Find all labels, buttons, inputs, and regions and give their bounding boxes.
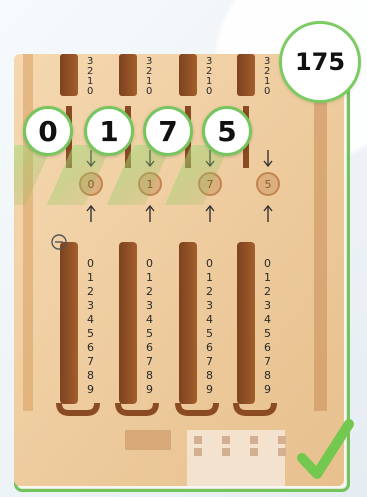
lower-number-3-5: 5 (206, 327, 213, 340)
digit-3: 7 (158, 115, 177, 148)
bottom-tab-right (187, 430, 286, 486)
lower-number-4-4: 4 (264, 313, 271, 326)
lower-number-3-4: 4 (206, 313, 213, 326)
digit-bubble-4: 5 (202, 106, 252, 156)
lower-number-1-1: 1 (87, 271, 94, 284)
right-edge-shadow (314, 54, 327, 411)
lower-number-2-4: 4 (146, 313, 153, 326)
lower-number-2-1: 1 (146, 271, 153, 284)
upper-slot-4 (237, 54, 255, 96)
indicator-value-4: 5 (265, 178, 272, 191)
lower-number-3-7: 7 (206, 355, 213, 368)
lower-number-2-0: 0 (146, 257, 153, 270)
lower-number-1-7: 7 (87, 355, 94, 368)
digit-1: 0 (38, 115, 57, 148)
lower-slot-1 (60, 242, 78, 404)
lower-number-4-5: 5 (264, 327, 271, 340)
lower-number-3-6: 6 (206, 341, 213, 354)
lower-number-2-7: 7 (146, 355, 153, 368)
lower-number-3-8: 8 (206, 369, 213, 382)
indicator-value-3: 7 (207, 178, 214, 191)
lower-number-1-0: 0 (87, 257, 94, 270)
lower-number-2-5: 5 (146, 327, 153, 340)
lower-slot-3 (179, 242, 197, 404)
upper-slot-2 (119, 54, 137, 96)
lower-number-4-1: 1 (264, 271, 271, 284)
left-edge-shadow (23, 54, 33, 411)
lower-number-1-9: 9 (87, 383, 94, 396)
lower-number-4-7: 7 (264, 355, 271, 368)
lower-number-1-2: 2 (87, 285, 94, 298)
upper-slot-1 (60, 54, 78, 96)
upper-number-1-3: 0 (87, 86, 93, 97)
checkmark-icon (297, 416, 355, 488)
lower-number-4-8: 8 (264, 369, 271, 382)
digit-bubble-3: 7 (143, 106, 193, 156)
result-badge: 175 (279, 21, 361, 103)
digit-bubble-1: 0 (23, 106, 73, 156)
lower-number-4-2: 2 (264, 285, 271, 298)
lower-number-1-6: 6 (87, 341, 94, 354)
upper-number-2-3: 0 (146, 86, 152, 97)
lower-number-3-1: 1 (206, 271, 213, 284)
result-value: 175 (295, 48, 345, 76)
lower-number-1-8: 8 (87, 369, 94, 382)
lower-number-3-3: 3 (206, 299, 213, 312)
lower-number-4-6: 6 (264, 341, 271, 354)
digit-2: 1 (99, 115, 118, 148)
indicator-value-1: 0 (88, 178, 95, 191)
lower-number-1-3: 3 (87, 299, 94, 312)
lower-number-2-8: 8 (146, 369, 153, 382)
indicator-value-2: 1 (147, 178, 154, 191)
bottom-tab-left (125, 430, 171, 450)
lower-number-2-3: 3 (146, 299, 153, 312)
upper-slot-3 (179, 54, 197, 96)
lower-number-2-9: 9 (146, 383, 153, 396)
lower-number-2-2: 2 (146, 285, 153, 298)
lower-number-3-2: 2 (206, 285, 213, 298)
digit-4: 5 (217, 115, 236, 148)
digit-bubble-2: 1 (84, 106, 134, 156)
lower-slot-2 (119, 242, 137, 404)
lower-number-4-0: 0 (264, 257, 271, 270)
lower-number-4-3: 3 (264, 299, 271, 312)
lower-number-1-4: 4 (87, 313, 94, 326)
lower-number-4-9: 9 (264, 383, 271, 396)
lower-number-3-9: 9 (206, 383, 213, 396)
lower-number-1-5: 5 (87, 327, 94, 340)
upper-number-4-3: 0 (264, 86, 270, 97)
lower-slot-4 (237, 242, 255, 404)
lower-number-3-0: 0 (206, 257, 213, 270)
upper-number-3-3: 0 (206, 86, 212, 97)
lower-number-2-6: 6 (146, 341, 153, 354)
